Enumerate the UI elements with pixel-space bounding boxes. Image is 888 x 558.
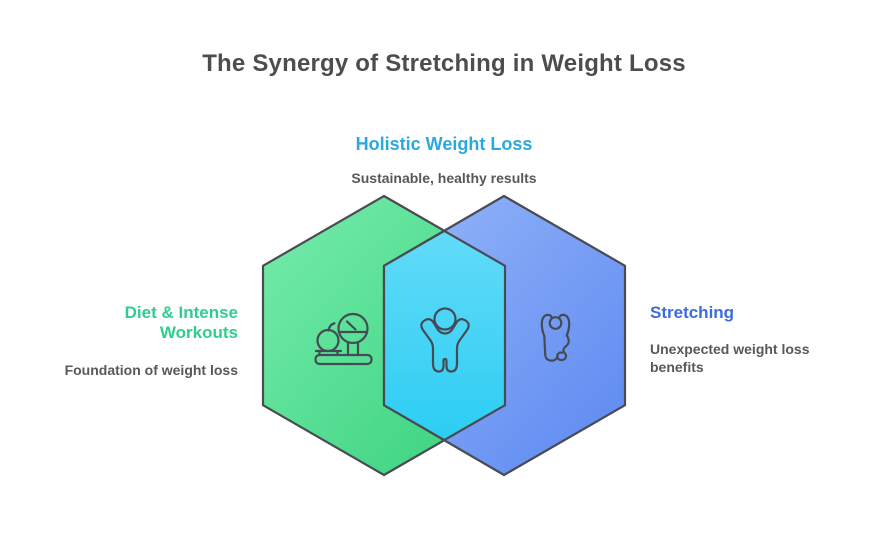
left-node-label: Diet & Intense Workouts — [124, 303, 238, 342]
cheering-person-icon — [420, 307, 470, 373]
overlap-hexagon — [382, 229, 507, 442]
left-node-block: Diet & Intense Workouts Foundation of we… — [56, 303, 238, 378]
top-node-label: Holistic Weight Loss — [355, 134, 533, 154]
page-title: The Synergy of Stretching in Weight Loss — [202, 50, 686, 77]
right-node-label: Stretching — [650, 303, 735, 322]
right-node-description: Unexpected weight loss benefits — [650, 341, 810, 375]
top-node-block: Holistic Weight Loss Sustainable, health… — [0, 134, 888, 187]
right-node-block: Stretching Unexpected weight loss benefi… — [650, 303, 825, 376]
left-node-description: Foundation of weight loss — [64, 362, 238, 378]
scale-with-apple-icon — [314, 312, 373, 366]
stretching-person-icon — [540, 313, 571, 362]
top-node-description: Sustainable, healthy results — [351, 170, 537, 186]
